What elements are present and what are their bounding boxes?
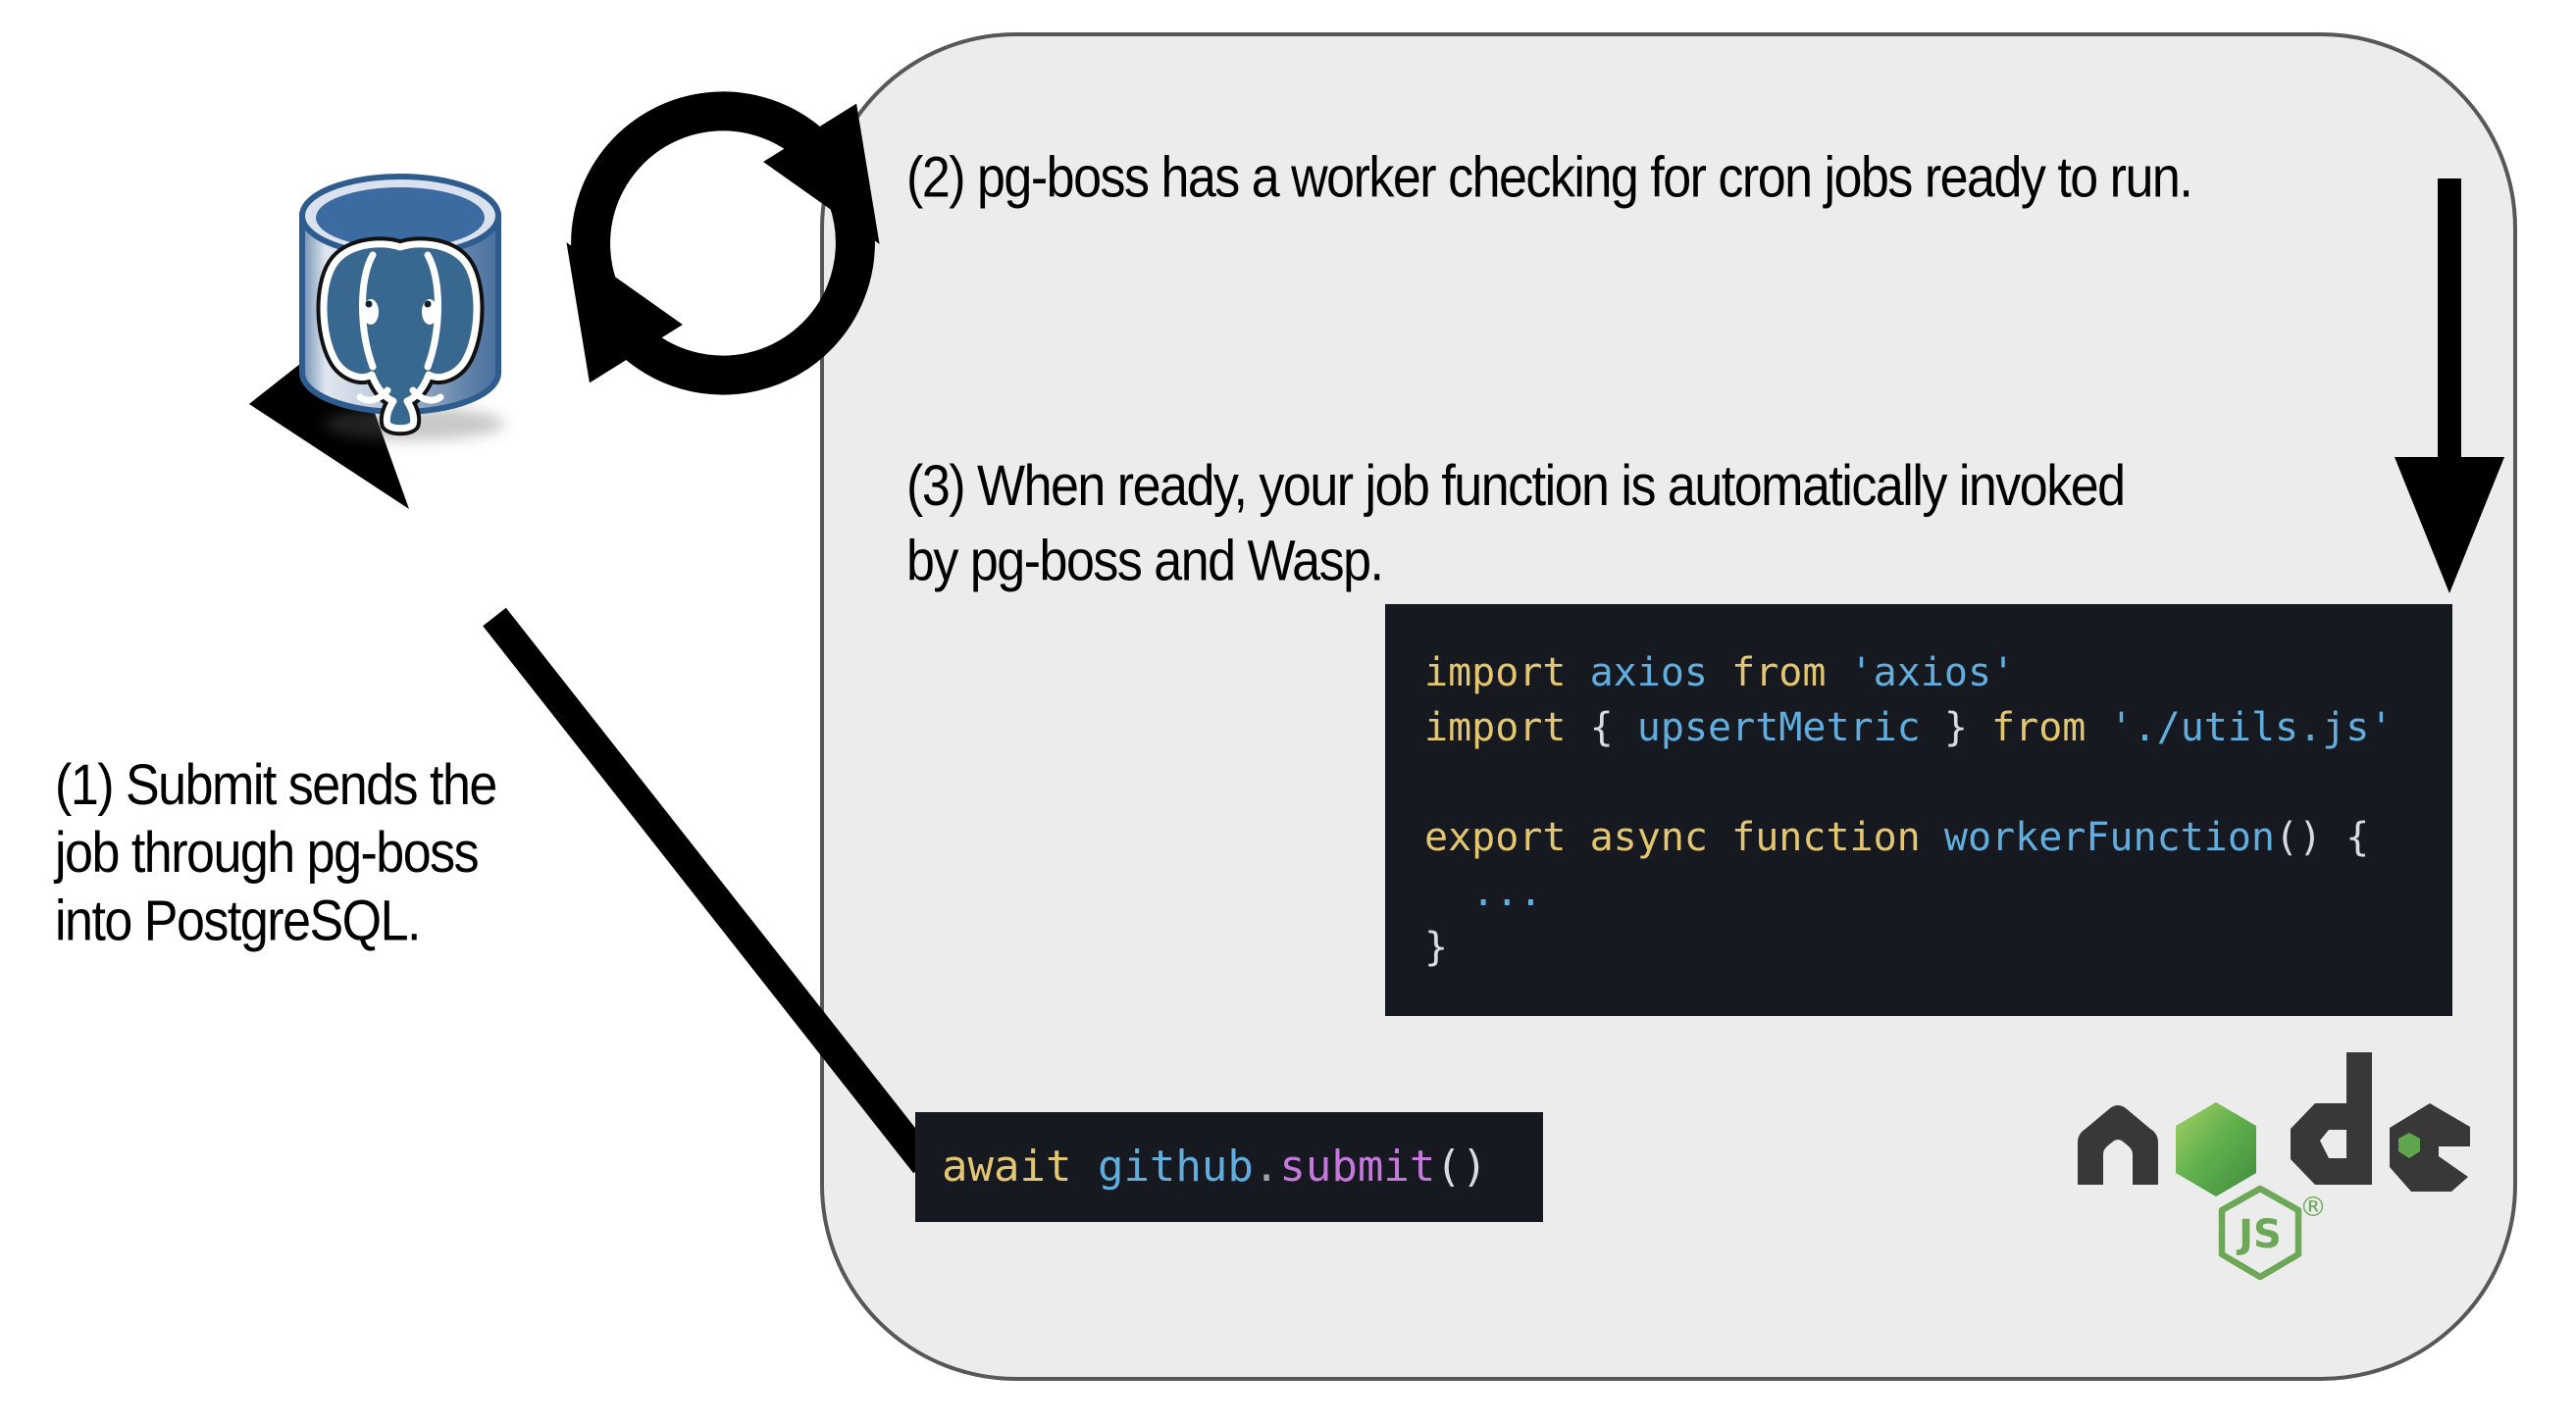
postgres-elephant [316,236,485,436]
registered-mark: ® [2299,1191,2327,1223]
down-arrow [2395,178,2504,593]
nodejs-wordmark-text: node [0,0,1,1]
letter-n [2078,1105,2158,1185]
step2-label: (2) pg-boss has a worker checking for cr… [906,146,2193,211]
js-badge-text: JS [2236,1212,2282,1257]
mini-hexagon [2398,1133,2420,1158]
postgresql-database-icon [299,174,504,440]
letter-d [2291,1052,2372,1185]
worker-code-block: import axios from 'axios'import { upsert… [1385,604,2452,1016]
nodejs-wordmark-icon [2078,1052,2470,1196]
sync-cycle-arrows-icon [566,91,880,395]
hexagon-o [2176,1102,2256,1196]
letter-e [2390,1103,2470,1192]
up-left-arrow [248,329,937,1174]
step3-label: (3) When ready, your job function is aut… [906,454,2126,593]
nodejs-js-badge-icon: JS ® [2218,1185,2327,1281]
submit-code-block: await github.submit() [915,1112,1543,1222]
